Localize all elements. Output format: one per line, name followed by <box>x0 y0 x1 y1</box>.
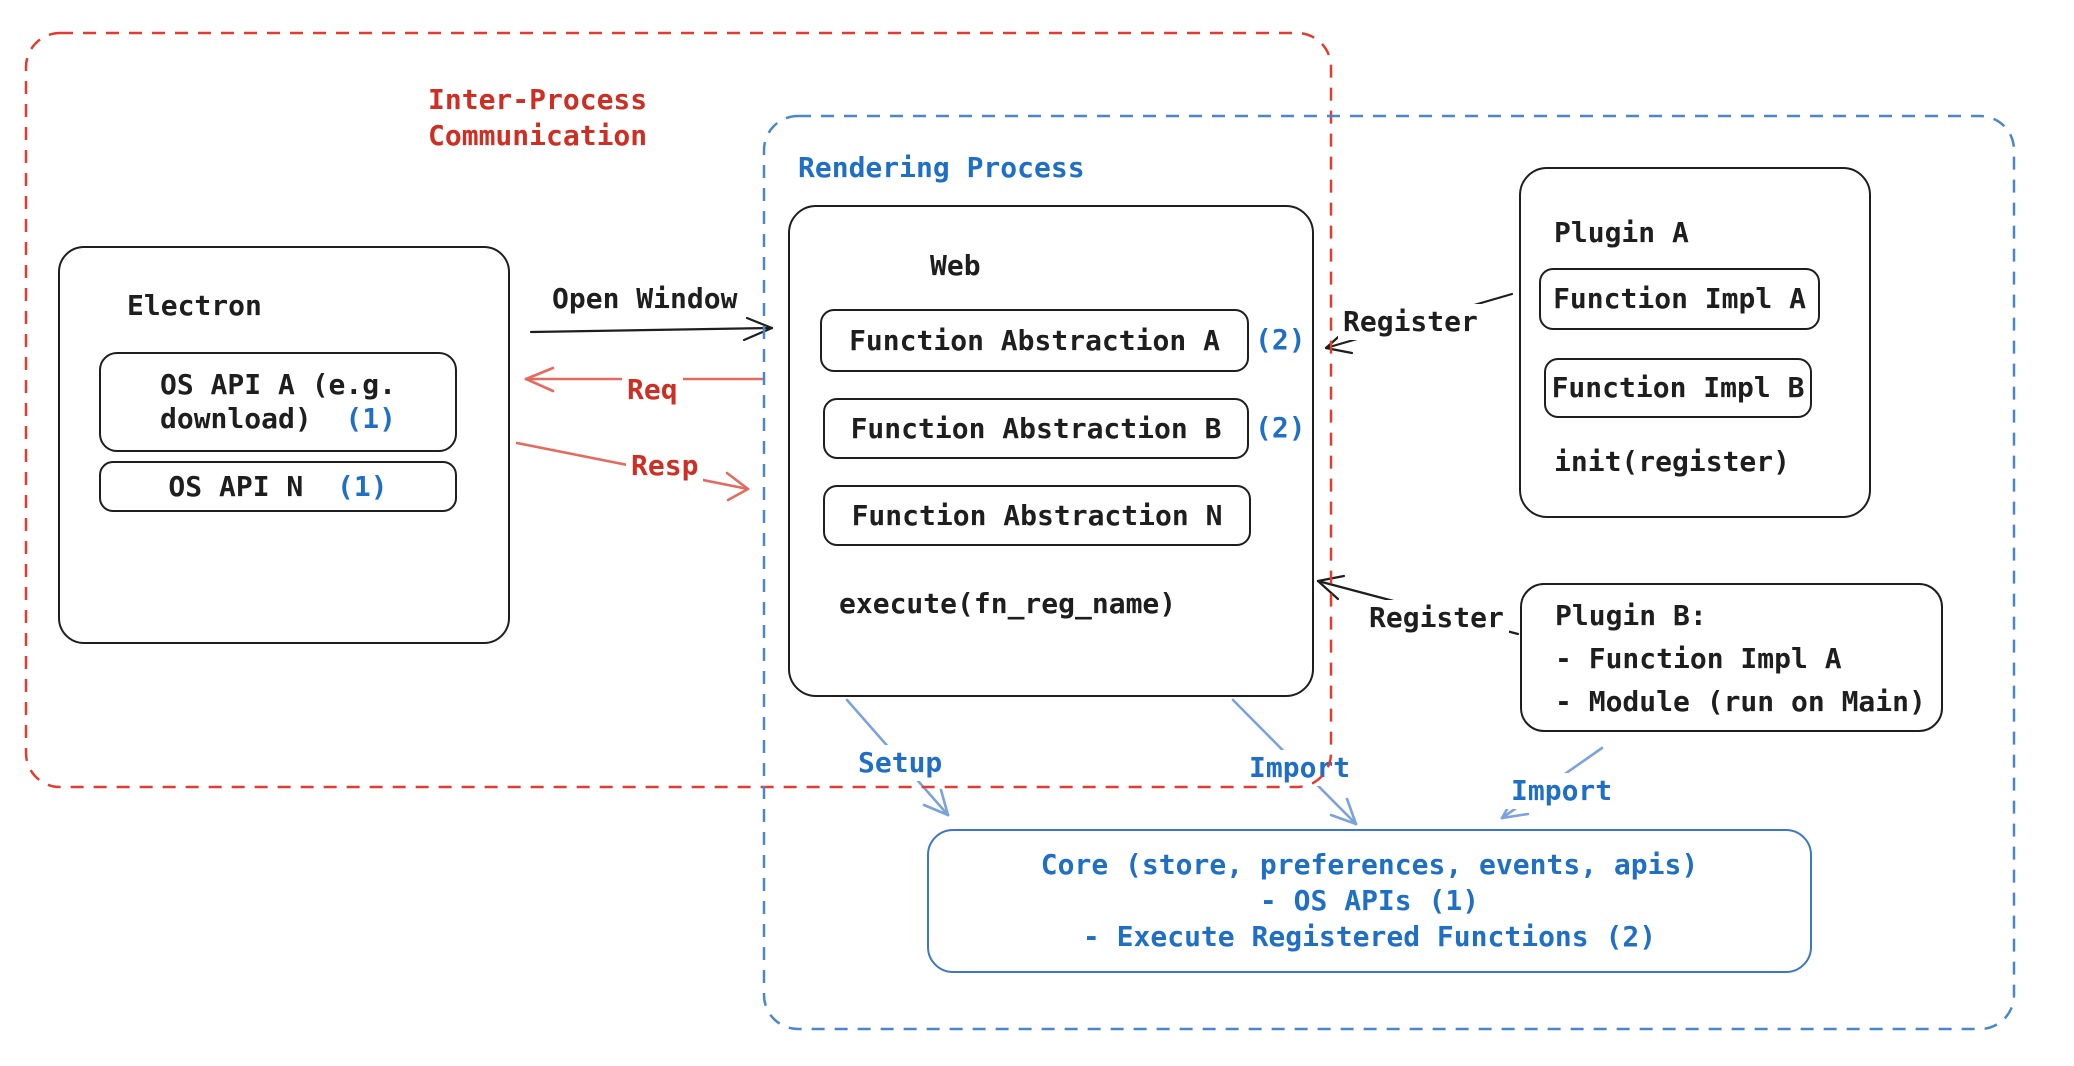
req-label: Req <box>622 372 683 408</box>
function-abstraction-a-badge: (2) <box>1255 323 1306 356</box>
os-api-a-line1: OS API A (e.g. <box>159 368 396 401</box>
function-impl-a-label: Function Impl A <box>1553 282 1806 315</box>
core-item-execute-registered: - Execute Registered Functions (2) <box>1082 920 1657 953</box>
core-title: Core (store, preferences, events, apis) <box>1040 848 1699 881</box>
os-api-n-badge: (1) <box>337 469 388 503</box>
core-item-os-apis: - OS APIs (1) <box>1259 884 1480 917</box>
os-api-a-badge: (1) <box>345 402 396 435</box>
os-api-a-line2: download) (1) <box>159 402 396 435</box>
plugin-b-title: Plugin B: <box>1555 599 1707 632</box>
setup-label: Setup <box>853 745 948 781</box>
function-abstraction-b-label: Function Abstraction B <box>850 411 1222 445</box>
plugin-b-item-function-impl-a: - Function Impl A <box>1555 642 1842 675</box>
function-impl-a-node: Function Impl A <box>1539 268 1820 330</box>
function-abstraction-a-label: Function Abstraction A <box>849 323 1220 357</box>
open-window-label: Open Window <box>552 282 738 315</box>
import-web-label: Import <box>1244 750 1356 786</box>
register-b-label: Register <box>1364 600 1509 636</box>
os-api-a-node: OS API A (e.g. download) (1) <box>99 352 457 452</box>
function-abstraction-n-label: Function Abstraction N <box>851 498 1223 532</box>
resp-label: Resp <box>626 448 704 484</box>
function-abstraction-n-node: Function Abstraction N <box>823 485 1251 546</box>
plugin-b-item-module: - Module (run on Main) <box>1555 685 1926 718</box>
execute-label: execute(fn_reg_name) <box>839 587 1177 620</box>
init-register-label: init(register) <box>1554 445 1791 478</box>
function-abstraction-b-node: Function Abstraction B <box>823 398 1249 459</box>
electron-title: Electron <box>127 289 262 322</box>
function-abstraction-a-node: Function Abstraction A <box>820 309 1249 372</box>
core-node: Core (store, preferences, events, apis) … <box>927 829 1812 973</box>
open-window-arrow <box>529 316 774 342</box>
plugin-a-title: Plugin A <box>1554 216 1689 249</box>
web-title: Web <box>930 249 981 282</box>
function-impl-b-node: Function Impl B <box>1544 358 1812 418</box>
function-abstraction-b-badge: (2) <box>1255 411 1306 444</box>
os-api-n-node: OS API N (1) <box>99 461 457 512</box>
plugin-b-text: Plugin B: - Function Impl A - Module (ru… <box>1555 594 1926 723</box>
ipc-label-line1: Inter-Process <box>428 83 648 116</box>
ipc-group-label: Inter-Process Communication <box>428 82 647 154</box>
ipc-label-line2: Communication <box>428 119 648 152</box>
register-a-label: Register <box>1338 304 1483 340</box>
rendering-process-label: Rendering Process <box>798 151 1085 184</box>
function-impl-b-label: Function Impl B <box>1551 371 1805 404</box>
os-api-n-label: OS API N <box>168 469 304 503</box>
import-plugin-label: Import <box>1506 773 1618 809</box>
